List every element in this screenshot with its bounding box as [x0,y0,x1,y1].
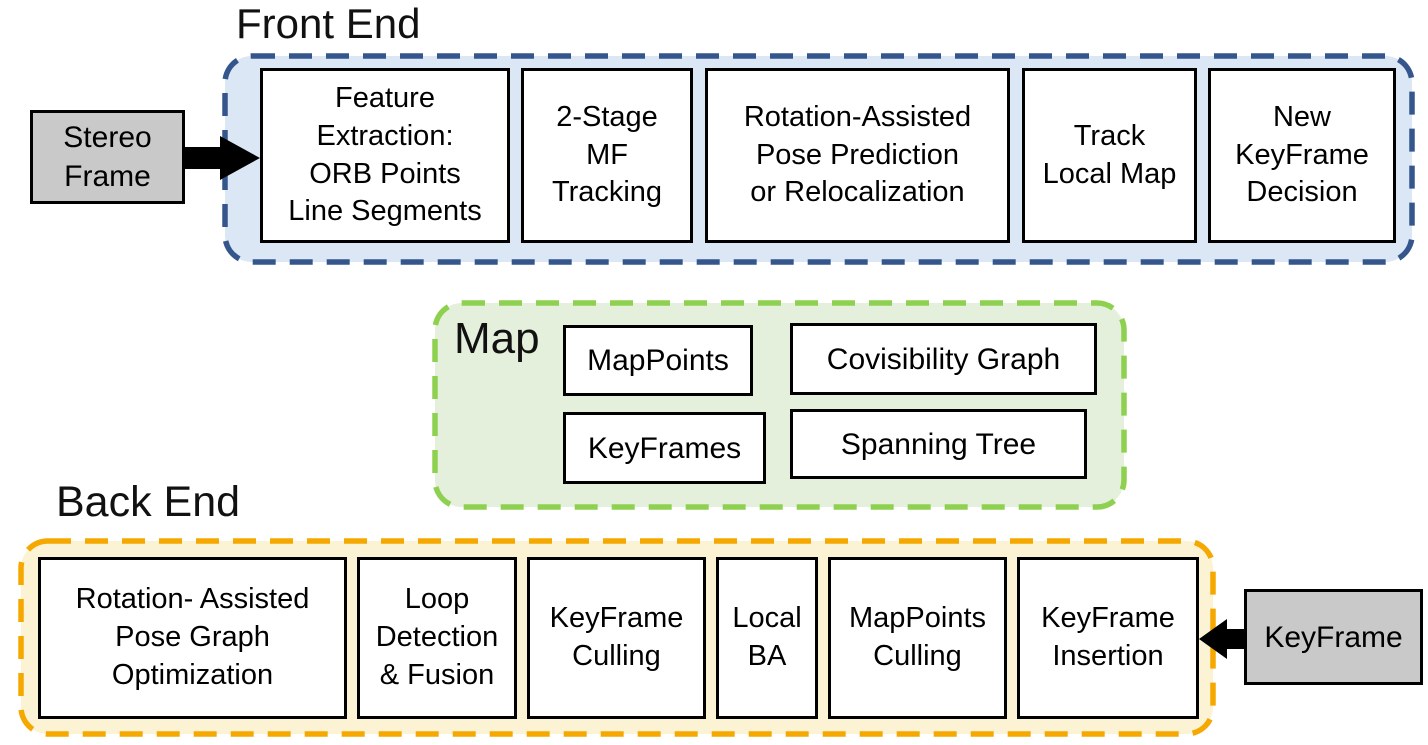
back-end-section: Rotation- Assisted Pose Graph Optimizati… [18,538,1216,737]
node-feature-extraction: Feature Extraction: ORB Points Line Segm… [260,68,510,243]
node-track-local-map: Track Local Map [1022,68,1197,243]
front-end-section-title: Front End [236,0,421,47]
node-mappoints: MapPoints [563,325,753,396]
arrow-left-icon [1199,619,1246,659]
node-loop-detection-fusion: Loop Detection & Fusion [357,557,517,719]
keyframe-input: KeyFrame [1244,589,1423,685]
front-end-section: Feature Extraction: ORB Points Line Segm… [222,53,1415,265]
node-covisibility-graph: Covisibility Graph [790,323,1097,395]
stereo-frame-input: Stereo Frame [30,110,185,204]
node-keyframes: KeyFrames [563,412,766,484]
node-mappoints-culling: MapPoints Culling [828,557,1007,719]
node-two-stage-mf-tracking: 2-Stage MF Tracking [521,68,693,243]
node-rotation-assisted-pose-prediction: Rotation-Assisted Pose Prediction or Rel… [705,68,1010,243]
node-new-keyframe-decision: New KeyFrame Decision [1208,68,1396,243]
map-section-title: Map [454,314,540,363]
node-keyframe-insertion: KeyFrame Insertion [1017,557,1199,719]
map-section: Map MapPoints Covisibility Graph KeyFram… [432,300,1127,510]
node-keyframe-culling: KeyFrame Culling [527,557,706,719]
arrow-right-icon [185,136,260,180]
node-rotation-assisted-pose-graph-optimization: Rotation- Assisted Pose Graph Optimizati… [38,557,347,719]
node-spanning-tree: Spanning Tree [790,409,1087,479]
back-end-section-title: Back End [56,478,241,526]
node-local-ba: Local BA [716,557,818,719]
